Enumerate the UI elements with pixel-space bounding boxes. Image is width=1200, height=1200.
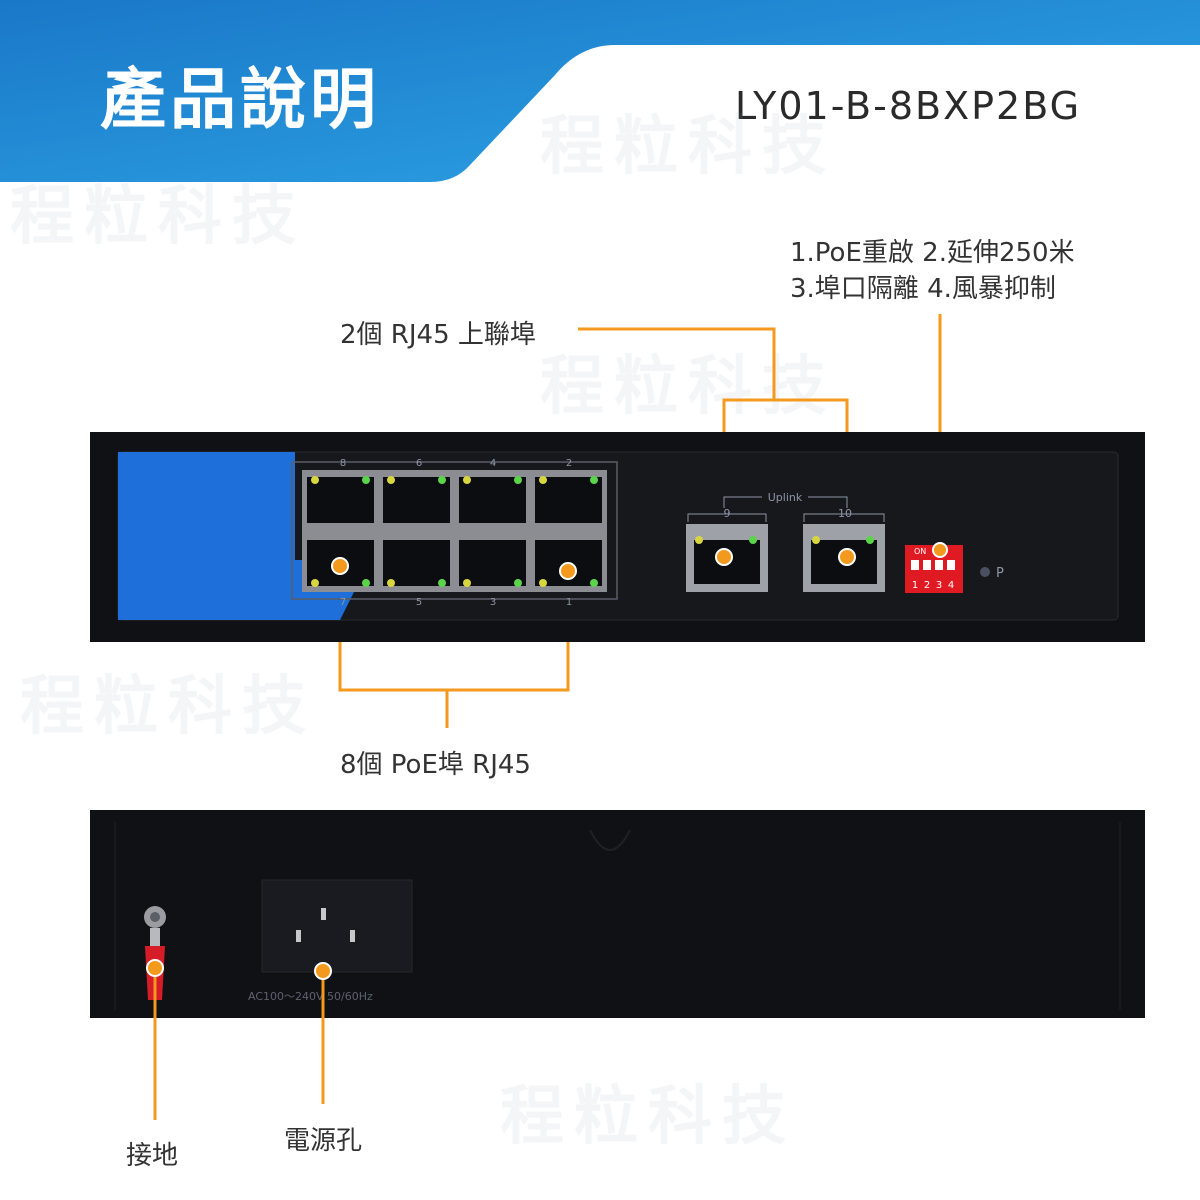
uplink-ports-label: 2個 RJ45 上聯埠 [340,320,536,350]
switch-rear-body [90,810,1145,1018]
poe-port [459,477,526,523]
dip-switch-label-line2: 3.埠口隔離 4.風暴抑制 [790,274,1056,304]
port-number-label: 3 [490,597,496,608]
dip-number: 3 [936,580,942,591]
dip-number: 1 [912,580,918,591]
poe-port [383,477,450,523]
port-number-label: 2 [566,458,572,469]
model-number: LY01-B-8BXP2BG [735,84,1082,128]
watermark: 程粒科技 [20,669,316,744]
uplink-port-number: 9 [724,507,731,520]
dip-on-label: ON [914,547,926,556]
port-block-frame [291,461,618,600]
poe-port [307,477,374,523]
watermark: 程粒科技 [10,179,306,254]
poe-port [459,540,526,586]
callout-dot [838,548,856,566]
callout-dot [146,959,164,977]
callout-dot [559,562,577,580]
dip-switch-label-line1: 1.PoE重啟 2.延伸250米 [790,238,1075,268]
port-number-label: 1 [566,597,572,608]
power-led-label: P [996,566,1004,581]
watermark: 程粒科技 [540,109,836,184]
header-banner [0,0,1200,182]
power-socket-label: 電源孔 [284,1126,363,1156]
port-number-label: 6 [416,458,422,469]
poe-ports-label: 8個 PoE埠 RJ45 [340,750,531,780]
poe-port [383,540,450,586]
callout-dot [932,542,948,558]
power-rating-label: AC100～240V 50/60Hz [248,990,373,1003]
watermark: 程粒科技 [540,349,836,424]
port-number-label: 7 [340,597,346,608]
power-socket [261,879,413,973]
callout-dot [314,962,332,980]
ground-label: 接地 [126,1141,179,1171]
poe-port [535,477,602,523]
port-number-label: 8 [340,458,346,469]
poe-ports-top-row [307,476,602,523]
dip-number: 2 [924,580,930,591]
callout-dot [331,557,349,575]
page-title: 產品說明 [100,61,380,138]
uplink-label: Uplink [768,491,803,504]
uplink-port-number: 10 [838,507,852,520]
dip-number: 4 [948,580,954,591]
port-number-label: 5 [416,597,422,608]
watermark: 程粒科技 [500,1079,796,1154]
port-number-label: 4 [490,458,496,469]
poe-ports-bottom-row [307,540,602,587]
power-led [980,567,990,577]
callout-dot [715,548,733,566]
